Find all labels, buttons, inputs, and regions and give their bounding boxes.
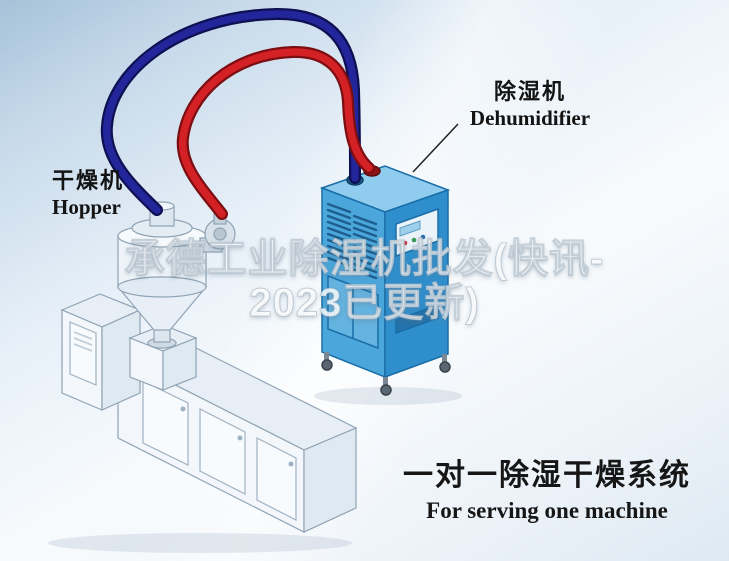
watermark-line-2: 2023已更新): [249, 281, 480, 326]
extruder-shadow: [48, 533, 352, 553]
panel-button-red: [402, 240, 408, 246]
caster-wheel-2: [380, 384, 392, 396]
system-caption-en: For serving one machine: [426, 498, 668, 523]
hopper-blower-hub: [213, 227, 227, 241]
pedestal-right-face: [162, 337, 197, 391]
system-caption-cn: 一对一除湿干燥系统: [403, 459, 691, 492]
caster-stem-3: [442, 354, 447, 363]
panel-button-green: [411, 237, 417, 243]
panel-button-blue: [420, 234, 426, 240]
dehumidifier-shadow: [314, 387, 462, 405]
cabinet-door: [69, 321, 97, 386]
side-lower-vent: [395, 303, 439, 335]
caster-wheel-1: [321, 359, 333, 371]
cabinet-right-face: [101, 309, 141, 411]
dehumidifier-callout-line: [412, 123, 459, 173]
cabinet-vent-slots: [73, 331, 93, 352]
caster-wheel-3: [439, 361, 451, 373]
watermark-line-1: 承德工业除湿机批发(快讯-: [124, 237, 605, 282]
dehumidifier-label: 除湿机 Dehumidifier: [450, 74, 610, 131]
door-handle-1: [180, 406, 186, 412]
control-panel-display: [399, 220, 421, 237]
door-handle-2: [237, 435, 243, 441]
blue-return-hose-outline: [100, 7, 361, 216]
caster-stem-1: [324, 352, 329, 361]
dehumidifier-label-cn: 除湿机: [493, 79, 566, 104]
hopper-label-cn: 干燥机: [52, 168, 125, 193]
bed-door-2: [199, 408, 246, 495]
door-handle-3: [288, 461, 294, 467]
hopper-cylinder-bottom: [117, 276, 207, 298]
dehumidifier-label-en: Dehumidifier: [469, 106, 591, 130]
blue-return-hose: [103, 10, 359, 214]
bed-door-1: [142, 380, 189, 466]
bed-right-face: [303, 427, 357, 533]
extruder-machine: [60, 293, 358, 533]
caster-stem-2: [383, 377, 388, 386]
hopper-label-en: Hopper: [52, 195, 121, 219]
system-caption: 一对一除湿干燥系统 For serving one machine: [398, 450, 696, 524]
dehumidifier-vent-grille: [326, 202, 378, 280]
hoses: [100, 7, 375, 220]
dehumidifier-unit: [319, 165, 451, 396]
hopper-unit: [116, 201, 236, 349]
bed-door-3: [256, 437, 297, 521]
hopper-label: 干燥机 Hopper: [52, 163, 124, 220]
watermark: 承德工业除湿机批发(快讯- 2023已更新): [0, 237, 729, 326]
red-supply-hose: [179, 48, 373, 218]
